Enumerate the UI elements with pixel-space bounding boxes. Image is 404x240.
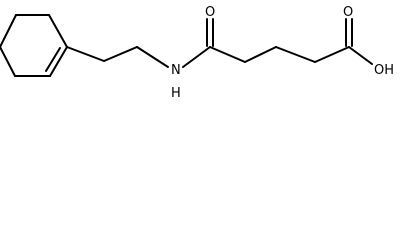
nitrogen-hydrogen-label: H [171, 86, 181, 101]
hydroxyl-label: OH [374, 63, 394, 78]
chain-bond [275, 46, 316, 63]
structural-formula: O N H O OH [0, 5, 394, 101]
ring-double-bond-inner [45, 47, 61, 72]
ring-bond [49, 46, 68, 77]
chain-bond [182, 46, 211, 68]
amide-oxygen-label: O [205, 5, 215, 20]
ring-bond [48, 14, 68, 48]
chain-bond [136, 46, 169, 68]
nitrogen-label: N [171, 63, 181, 78]
chain-bond [66, 46, 105, 62]
chain-bond [209, 46, 246, 63]
chain-bond [314, 46, 350, 63]
acid-hydroxyl-bond [348, 46, 373, 65]
acid-oxygen-label: O [343, 5, 353, 20]
chain-bond [244, 46, 277, 63]
cyclohexene-ring [0, 14, 68, 77]
ring-bond [0, 14, 17, 48]
chain-bond [103, 46, 138, 62]
ring-bond [0, 46, 16, 77]
